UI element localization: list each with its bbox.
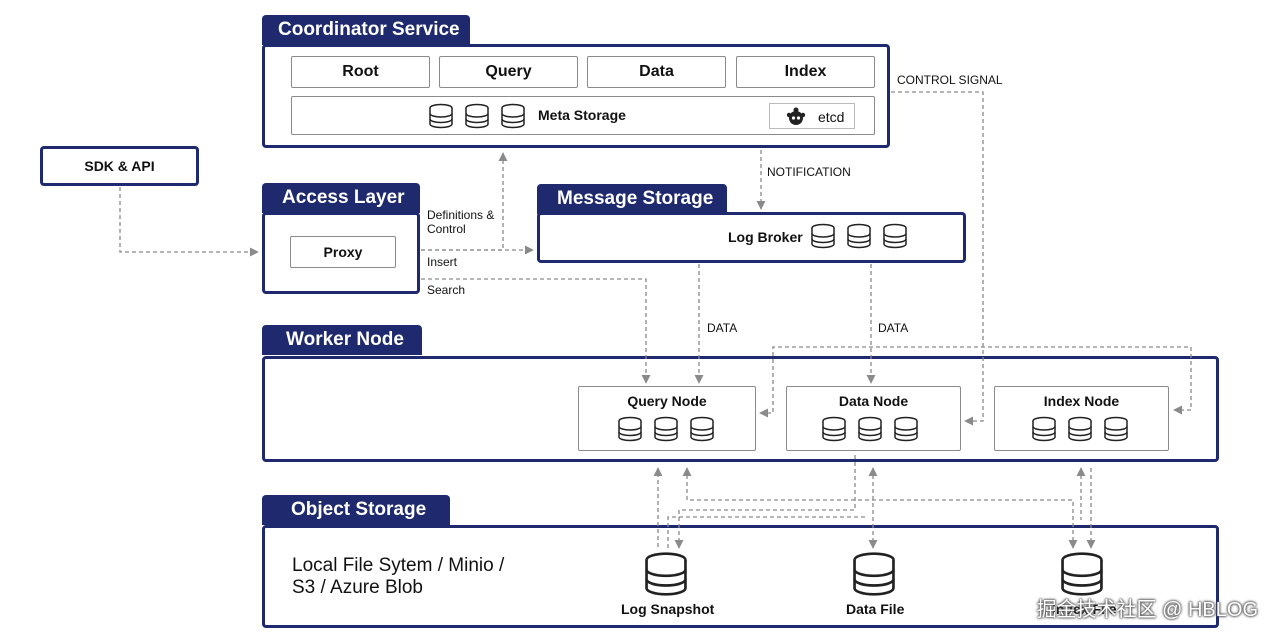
database-icon: [847, 223, 871, 249]
data-file-database-icon: [853, 552, 895, 596]
notification-label: NOTIFICATION: [767, 165, 851, 179]
search-label: Search: [427, 283, 466, 297]
access-layer-title: Access Layer: [262, 183, 420, 213]
message-storage-title: Message Storage: [537, 184, 727, 214]
data-node-db-icons: [821, 416, 919, 442]
index-node-label: Index Node: [1043, 393, 1120, 409]
index-node-db-icons: [1031, 416, 1129, 442]
database-icon: [883, 223, 907, 249]
query-node-label: Query Node: [627, 393, 707, 409]
log-broker-db-icons: [810, 223, 908, 249]
data-file-label: Data File: [846, 601, 905, 617]
etcd-badge: etcd: [769, 103, 855, 129]
object-storage-backends-line1: Local File Sytem / Minio /: [292, 555, 505, 576]
control-signal-label: CONTROL SIGNAL: [897, 73, 1003, 87]
database-icon: [501, 103, 525, 129]
query-node-db-icons: [617, 416, 715, 442]
root-coord-box: Root: [291, 56, 430, 88]
database-icon: [1032, 416, 1056, 442]
sdk-to-access-arrow: [119, 187, 259, 257]
object-storage-backends-line2: S3 / Azure Blob: [292, 577, 423, 598]
database-icon: [822, 416, 846, 442]
data-node-label: Data Node: [838, 393, 909, 409]
index-coord-box: Index: [736, 56, 875, 88]
coordinator-service-title: Coordinator Service: [262, 15, 470, 45]
worker-node-title: Worker Node: [262, 325, 422, 355]
query-node-box: Query Node: [578, 386, 756, 451]
definitions-label-line1: Definitions &: [427, 208, 495, 222]
meta-storage-label: Meta Storage: [538, 107, 626, 123]
definitions-label-line2: Control: [427, 222, 466, 236]
database-icon: [429, 103, 453, 129]
log-snapshot-database-icon: [645, 552, 687, 596]
database-icon: [618, 416, 642, 442]
insert-label: Insert: [427, 255, 458, 269]
etcd-icon: [786, 107, 806, 125]
object-storage-backends: Local File Sytem / Minio / S3 / Azure Bl…: [292, 555, 504, 599]
data-node-box: Data Node: [786, 386, 961, 451]
log-broker-label: Log Broker: [728, 229, 803, 245]
log-snapshot-label: Log Snapshot: [621, 601, 715, 617]
data-label-right: DATA: [878, 321, 909, 335]
sdk-api-label: SDK & API: [84, 158, 155, 174]
database-icon: [654, 416, 678, 442]
sdk-api-box: SDK & API: [40, 146, 199, 186]
meta-storage-db-icons: [428, 103, 526, 129]
object-storage-title: Object Storage: [262, 495, 450, 525]
database-icon: [465, 103, 489, 129]
database-icon: [894, 416, 918, 442]
data-coord-box: Data: [587, 56, 726, 88]
data-label-left: DATA: [707, 321, 738, 335]
query-coord-box: Query: [439, 56, 578, 88]
index-file-database-icon: [1061, 552, 1103, 596]
watermark-text: 掘金技术社区 @ HBLOG: [1036, 599, 1258, 621]
database-icon: [690, 416, 714, 442]
index-file-label: Index File: [1052, 601, 1117, 617]
database-icon: [811, 223, 835, 249]
etcd-label: etcd: [818, 109, 845, 125]
definitions-control-label: Definitions & Control: [427, 208, 494, 236]
database-icon: [1104, 416, 1128, 442]
database-icon: [858, 416, 882, 442]
proxy-box: Proxy: [290, 236, 396, 268]
index-node-box: Index Node: [994, 386, 1169, 451]
database-icon: [1068, 416, 1092, 442]
